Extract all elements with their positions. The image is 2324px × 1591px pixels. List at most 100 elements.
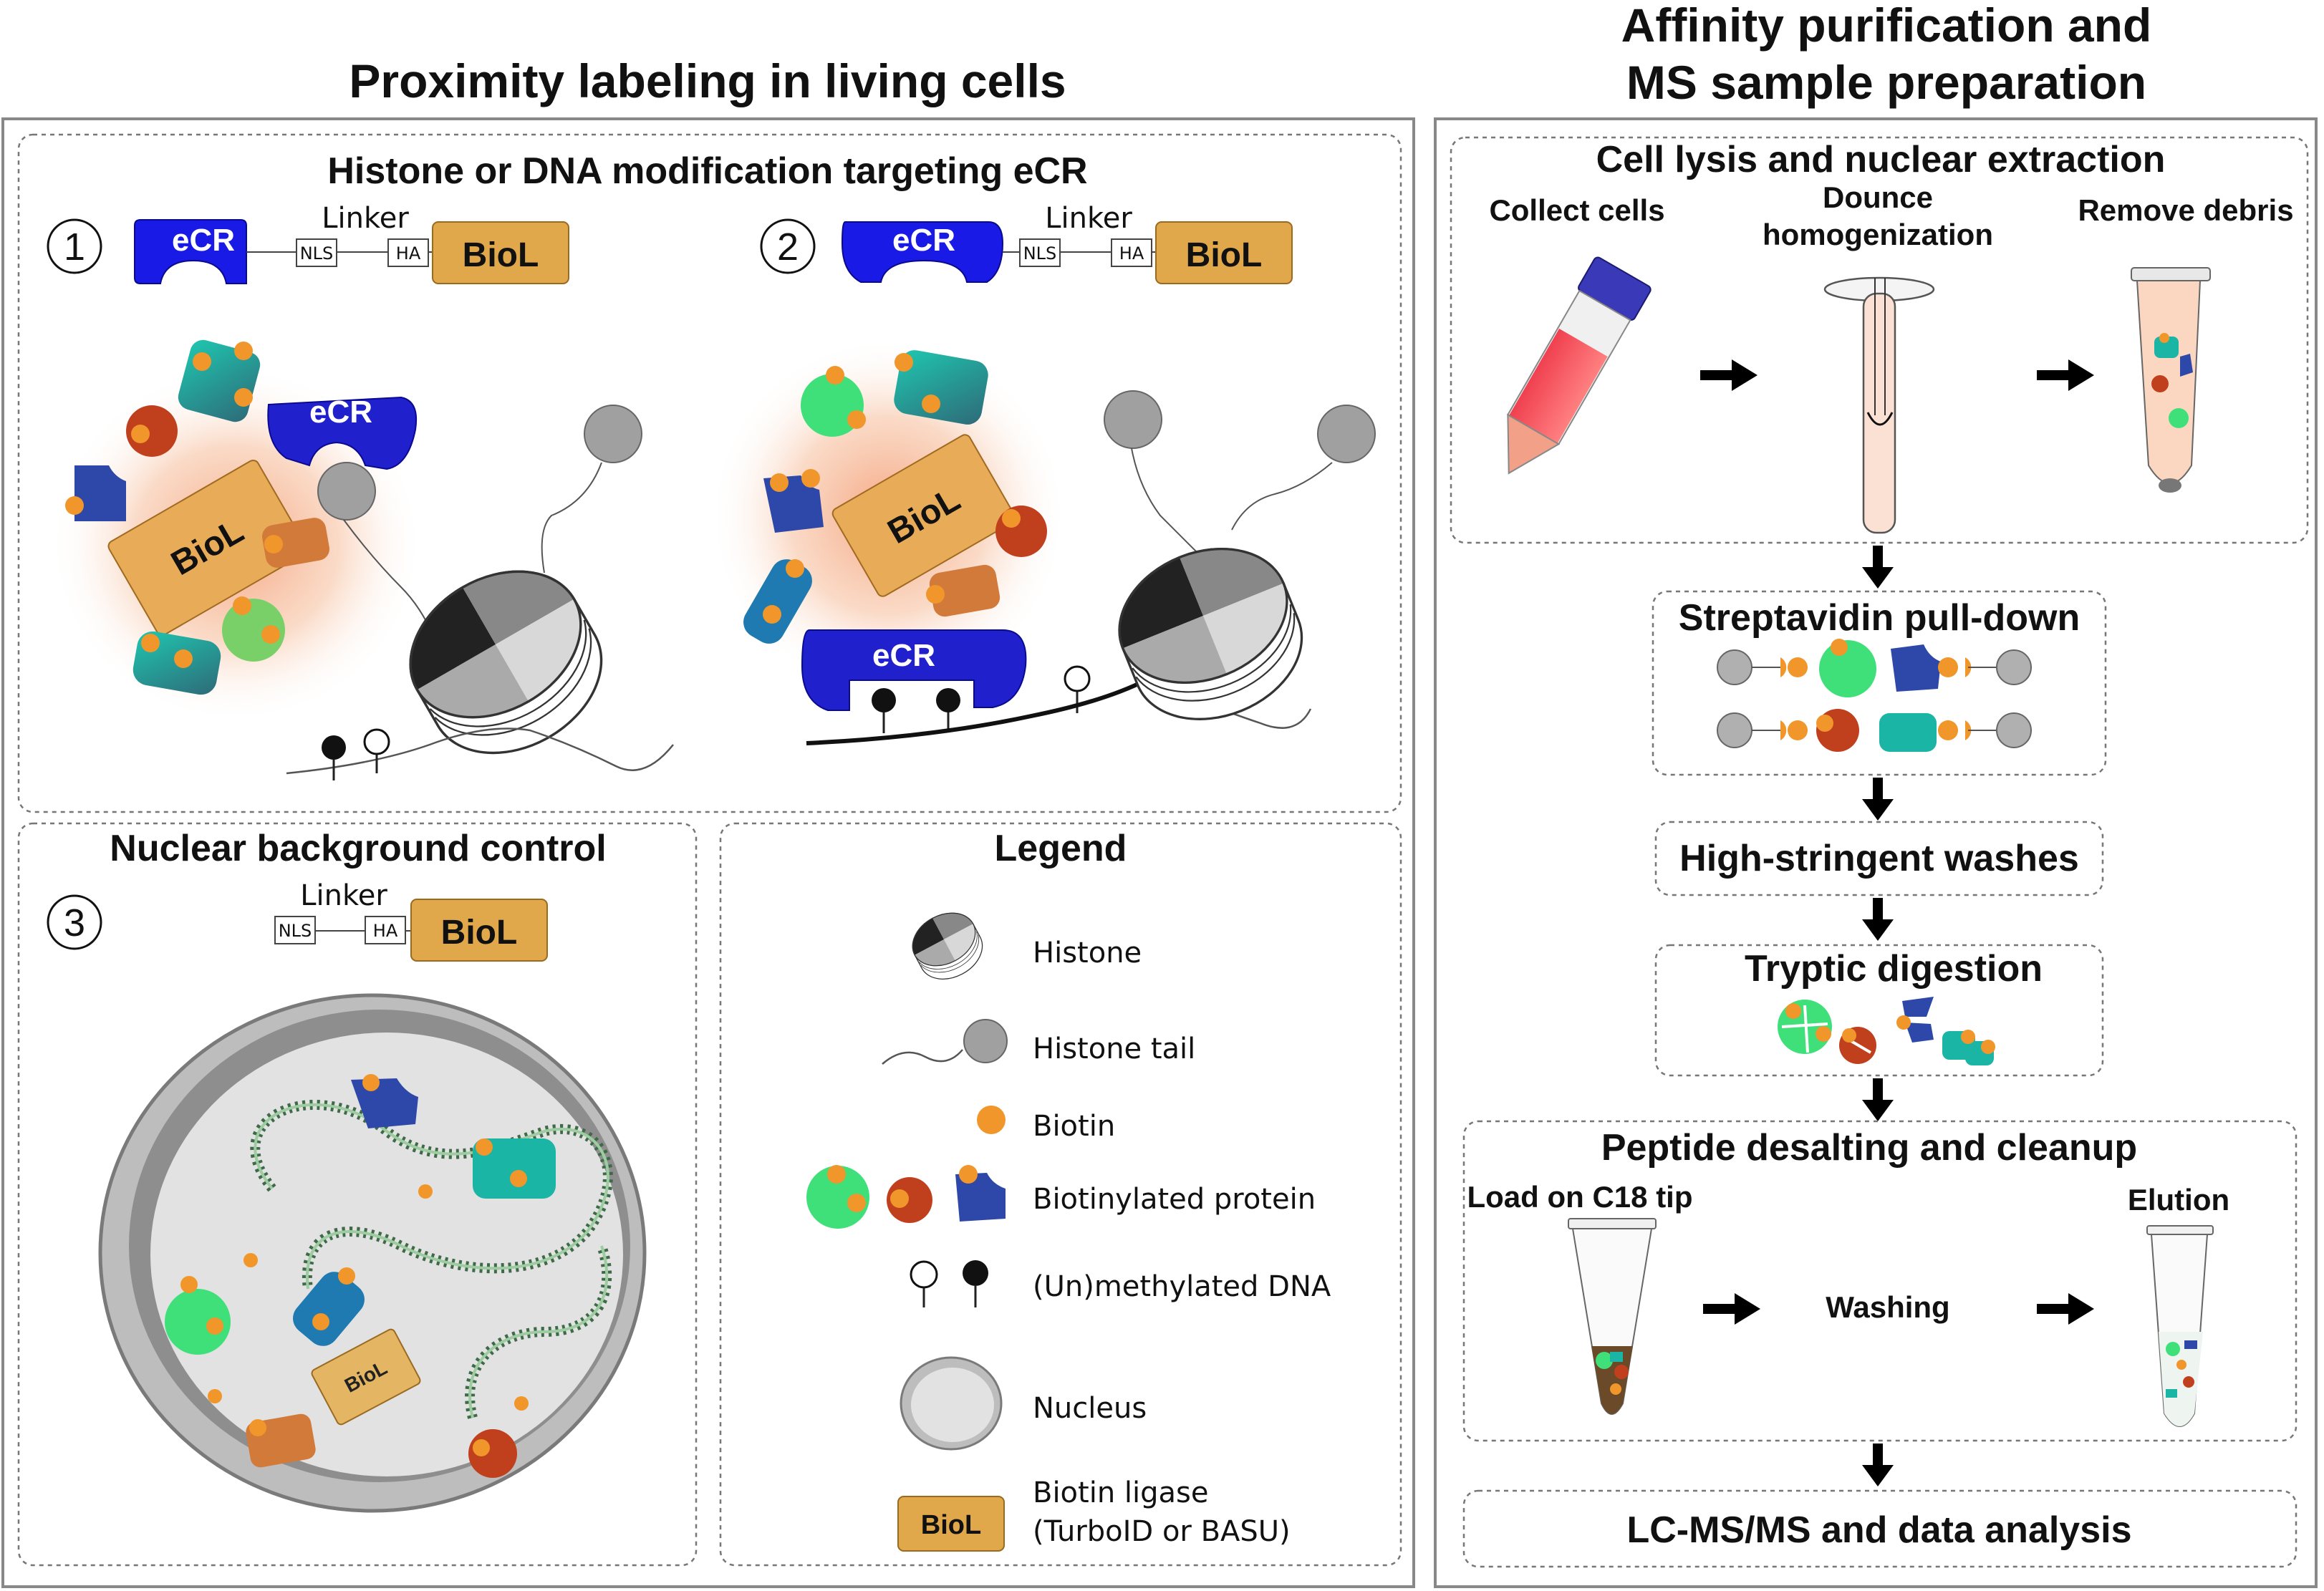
scene-1-biotin <box>131 425 150 443</box>
legend-label-biotin-ligase: Biotin ligase <box>1033 1476 1208 1509</box>
scene-2-biotin <box>786 559 804 578</box>
scene-2-biotin <box>770 473 789 492</box>
control-box <box>17 822 698 1567</box>
scene-2-biotin <box>926 585 945 604</box>
nucleus-blue-protein <box>293 1272 365 1346</box>
scene-1-biol <box>107 459 308 637</box>
construct-1-nls-label: NLS <box>300 243 334 263</box>
digested-peptides-icon <box>1778 997 1995 1065</box>
arrow-desalt-2 <box>2037 1293 2094 1325</box>
step-elution: Elution <box>2128 1183 2229 1217</box>
scene-1-ecr-label: eCR <box>309 395 372 430</box>
construct-1-biol-block <box>432 221 569 284</box>
construct-3-ha-box <box>365 916 406 944</box>
scene-2-biol <box>831 434 1016 597</box>
nucleus-biotin <box>476 1138 493 1156</box>
scene-2-biotin <box>801 469 820 488</box>
chromatin-fiber-2-core <box>468 1245 609 1418</box>
legend-biotin-ligase-icon <box>897 1496 1005 1552</box>
left-panel-frame <box>1 117 1415 1588</box>
nucleus-green-protein <box>165 1289 231 1355</box>
legend-red-protein-icon <box>887 1177 932 1223</box>
nucleus-biotin <box>362 1074 380 1091</box>
legend-biotin-dot <box>959 1165 978 1184</box>
legend-title: Legend <box>995 828 1127 869</box>
arrow-down-4 <box>1862 1078 1894 1121</box>
left-panel-title: Proximity labeling in living cells <box>349 54 1066 107</box>
scene-2-biotin <box>895 353 913 372</box>
scene-1-histone-tail-head <box>317 462 376 521</box>
scene-2-methylated-dna <box>936 688 960 712</box>
c18-tip-icon <box>1568 1218 1657 1415</box>
legend-unmethylated-dna-icon <box>910 1260 938 1289</box>
falcon-tube-icon <box>1506 256 1652 475</box>
arrow-desalt-1 <box>1703 1293 1760 1325</box>
construct-3-biol-block <box>410 899 548 962</box>
scene-1-red-protein <box>126 405 178 457</box>
nucleus-biotin <box>249 1419 266 1436</box>
eppendorf-debris-icon <box>2131 267 2211 493</box>
legend-histone-icon <box>902 902 993 990</box>
scene-1-histone-tail-head-2 <box>584 405 642 463</box>
legend-biotin-dot <box>890 1189 909 1208</box>
construct-3-number-circle <box>47 894 102 950</box>
scene-1-green-protein <box>222 599 285 662</box>
legend-methylated-dna-icon <box>963 1260 988 1286</box>
desalting-box <box>1462 1120 2298 1442</box>
scene-2-teal-protein <box>894 350 988 425</box>
digestion-box <box>1654 944 2104 1077</box>
biotin <box>1788 720 1808 740</box>
elution-tube-icon <box>2146 1225 2214 1427</box>
construct-2-number-circle <box>760 218 816 274</box>
scene-1-labeling: BioL eCR <box>50 339 674 784</box>
construct-2-biol-label: BioL <box>1186 236 1263 274</box>
chromatin-fiber-core <box>254 1103 609 1290</box>
scene-1-biotin <box>174 649 193 668</box>
construct-1-ha-box <box>387 238 429 267</box>
scene-2-ecr-label: eCR <box>872 638 935 673</box>
biotin <box>1938 657 1958 677</box>
step-dounce-line2: homogenization <box>1763 218 1993 251</box>
legend-label-histone: Histone <box>1033 937 1142 969</box>
scene-2-orange-protein <box>929 564 1001 617</box>
final-title: LC-MS/MS and data analysis <box>1626 1509 2131 1551</box>
scene-2-histone-tail-head <box>1104 390 1162 449</box>
streptavidin-bead <box>1996 649 2032 685</box>
construct-1-linker-label: Linker <box>322 202 409 235</box>
legend-biotin-dot <box>847 1194 866 1212</box>
construct-1-ha-label: HA <box>396 243 421 263</box>
step-washing: Washing <box>1826 1290 1949 1324</box>
scene-2-blue-protein <box>743 559 812 644</box>
scene-2-biotin <box>847 410 866 429</box>
scene-1-histone-tail-2 <box>541 462 602 574</box>
scene-1-nucleosome <box>382 541 630 784</box>
pulldown-box <box>1652 590 2107 776</box>
nucleus-biol <box>311 1328 421 1426</box>
scene-1-biotin <box>234 342 253 360</box>
green-protein <box>1819 640 1876 697</box>
targeting-box <box>17 133 1402 813</box>
nucleus-free-biotin <box>244 1253 258 1267</box>
step-load-c18: Load on C18 tip <box>1467 1180 1693 1214</box>
nucleus-free-biotin <box>208 1389 222 1403</box>
scene-1-unmethylated-dna <box>363 728 390 755</box>
construct-1-biol-label: BioL <box>463 236 539 274</box>
construct-2-number: 2 <box>777 226 799 269</box>
legend-label-biotin: Biotin <box>1033 1110 1115 1143</box>
construct-2-nls-label: NLS <box>1023 243 1057 263</box>
scene-1-biotin <box>261 625 280 644</box>
legend-label-dna: (Un)methylated DNA <box>1033 1270 1331 1303</box>
scene-1-biotin <box>65 496 84 515</box>
nucleus-free-biotin <box>182 1277 196 1292</box>
final-box <box>1462 1489 2298 1568</box>
construct-1-ecr-label: eCR <box>172 223 235 258</box>
scene-2-red-protein <box>995 506 1047 557</box>
biotin <box>1816 715 1833 732</box>
construct-2-ecr-label: eCR <box>892 223 955 258</box>
construct-3-linker-label: Linker <box>300 879 387 912</box>
scene-2-biotin <box>826 366 844 385</box>
navy-protein <box>1891 644 1941 692</box>
nucleus-free-biotin <box>514 1396 529 1411</box>
scene-1-biotin <box>141 634 160 652</box>
legend-label-biotin-ligase-variants: (TurboID or BASU) <box>1033 1515 1291 1548</box>
